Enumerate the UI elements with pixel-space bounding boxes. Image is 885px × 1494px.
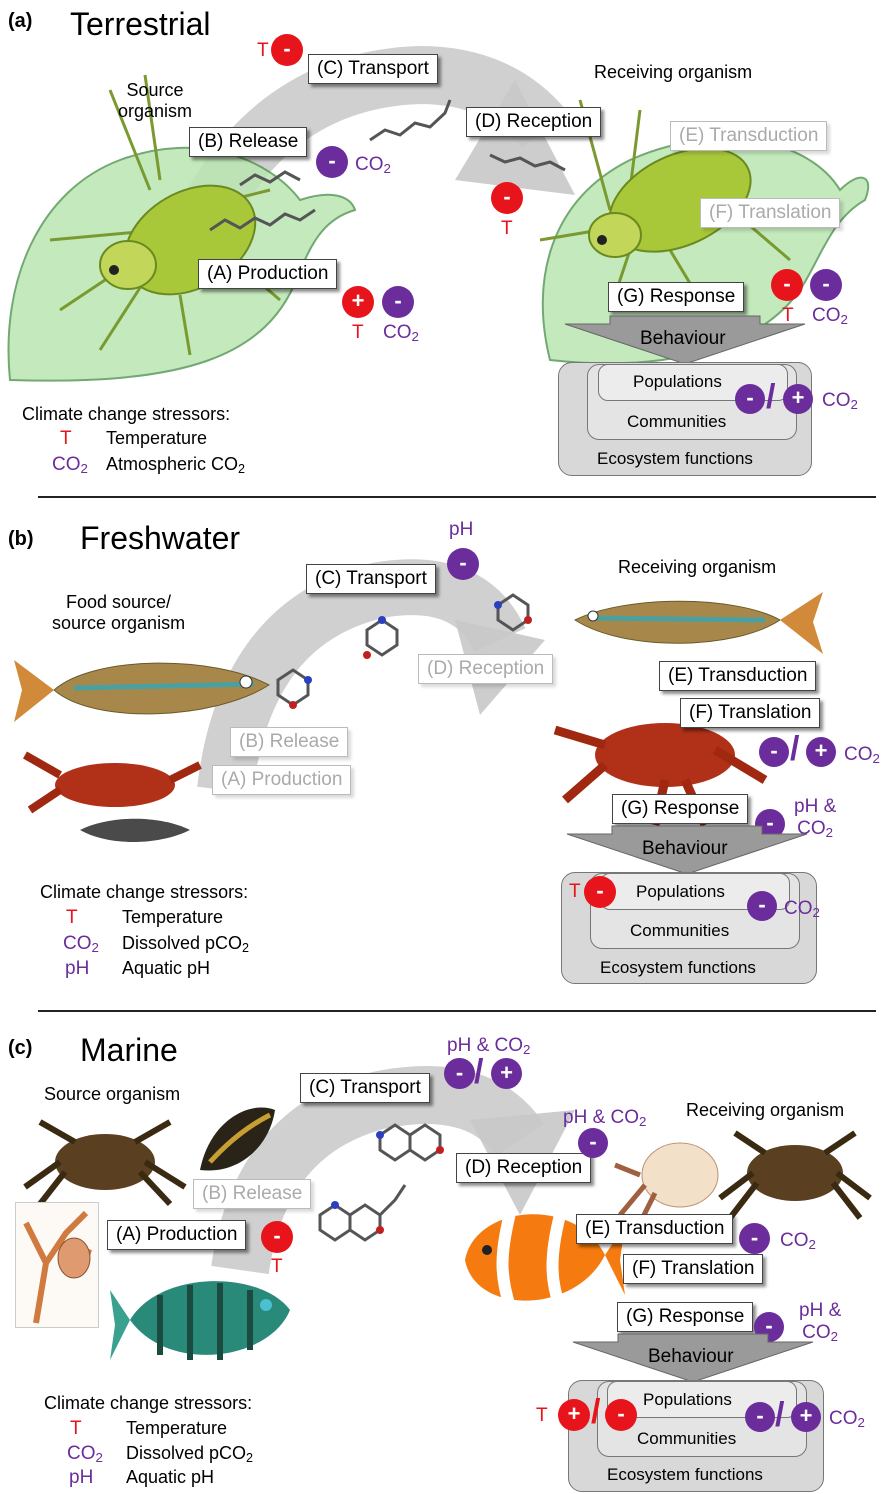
step-transduction: (E) Transduction — [576, 1214, 733, 1244]
receiving-organism-label: Receiving organism — [686, 1100, 844, 1121]
receiving-crab-image — [715, 1128, 875, 1223]
slash-separator: / — [474, 1053, 483, 1092]
step-reception: (D) Reception — [456, 1153, 591, 1183]
co2-label: CO2 — [829, 1408, 865, 1430]
positive-co2-effect: + — [791, 1402, 821, 1432]
source-grouper-image — [110, 1265, 295, 1385]
negative-ph-co2-effect: - — [578, 1128, 608, 1158]
ecosystem-functions-label: Ecosystem functions — [607, 1465, 763, 1485]
slash-separator: / — [775, 1396, 784, 1435]
t-label: T — [536, 1405, 548, 1427]
negative-temp-effect: - — [261, 1221, 293, 1253]
step-translation: (F) Translation — [623, 1254, 763, 1284]
positive-ph-co2-effect: + — [491, 1058, 522, 1089]
molecule-image — [360, 1115, 460, 1175]
negative-co2-effect: - — [745, 1402, 775, 1432]
legend-heading: Climate change stressors: — [44, 1393, 252, 1414]
step-release: (B) Release — [193, 1179, 311, 1209]
negative-ph-co2-effect: - — [444, 1058, 475, 1089]
negative-co2-effect: - — [739, 1223, 770, 1254]
negative-temp-effect: - — [605, 1399, 637, 1431]
molecule-image — [300, 1180, 410, 1260]
receiving-hermit-crab-image — [610, 1135, 720, 1225]
source-crab-image — [20, 1112, 190, 1207]
step-production: (A) Production — [107, 1220, 246, 1250]
populations-label: Populations — [643, 1390, 732, 1410]
source-organism-label: Source organism — [44, 1084, 180, 1105]
co2-label: CO2 — [780, 1230, 816, 1252]
step-transport: (C) Transport — [300, 1073, 430, 1103]
positive-temp-effect: + — [558, 1399, 590, 1431]
communities-label: Communities — [637, 1429, 736, 1449]
ph-co2-label: pH & CO2 — [447, 1035, 530, 1057]
source-mussel-image — [190, 1100, 280, 1180]
source-coral-image — [15, 1202, 99, 1328]
behaviour-label: Behaviour — [648, 1346, 734, 1368]
ph-co2-label: pH & CO2 — [563, 1107, 646, 1129]
slash-separator: / — [591, 1393, 600, 1432]
t-label: T — [271, 1256, 283, 1278]
step-response: (G) Response — [617, 1302, 753, 1332]
